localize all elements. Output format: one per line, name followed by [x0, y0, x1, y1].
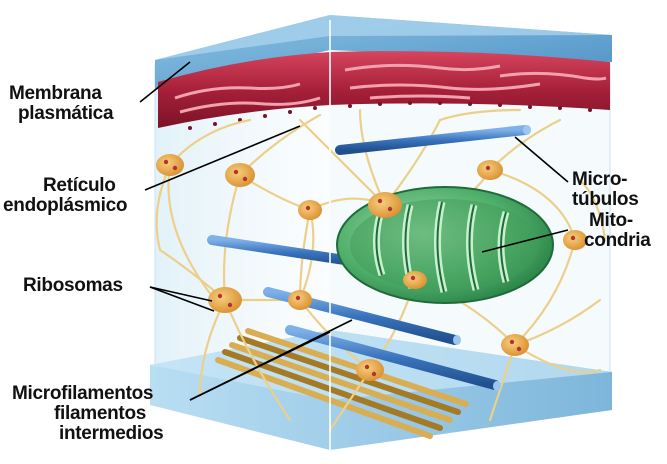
junction-node [156, 154, 184, 176]
junction-node [288, 290, 312, 310]
label-mitocondria: Mito- condria [584, 211, 651, 251]
label-ribosomas: Ribosomas [23, 276, 123, 296]
junction-node [368, 192, 402, 218]
label-microfilamentos: Microfilamentos filamentos intermedios [12, 384, 163, 444]
junction-node [225, 163, 255, 187]
label-membrana-plasmatica: Membrana plasmática [9, 84, 113, 124]
label-microtubulos: Micro- túbulos [572, 170, 639, 210]
junction-node [208, 287, 242, 313]
junction-node [501, 334, 529, 356]
junction-node [298, 200, 322, 220]
label-reticulo-endoplasmico: Retículo endoplásmico [3, 176, 127, 216]
junction-node [403, 271, 427, 289]
junction-node [477, 160, 503, 180]
junction-node [356, 359, 384, 381]
